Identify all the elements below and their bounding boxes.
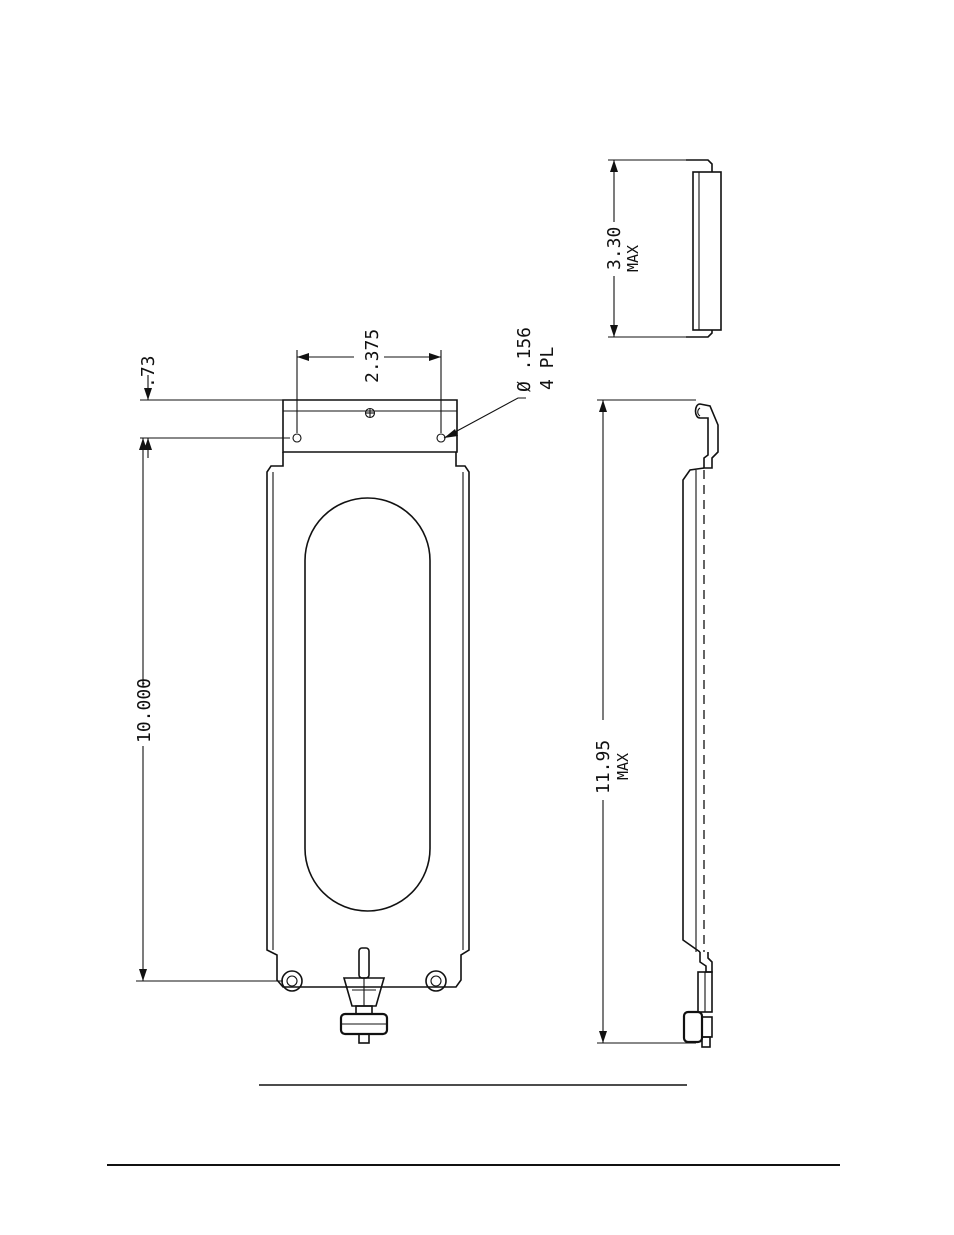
side-board-edge — [683, 468, 704, 952]
end-view — [686, 160, 721, 337]
mounting-hole-top-right — [437, 434, 445, 442]
board-outline — [267, 452, 469, 987]
dim-side-length-note: MAX — [614, 753, 632, 780]
dim-end-height-note: MAX — [624, 245, 642, 272]
dim-board-length-label: 10.000 — [134, 678, 155, 743]
mounting-hole-top-left — [293, 434, 301, 442]
dim-tab-height-label: .73 — [138, 355, 159, 388]
dim-board-length: 10.000 — [134, 438, 283, 981]
hole-callout: Ø .156 4 PL — [444, 327, 558, 438]
end-view-bottom-flange — [686, 330, 712, 337]
oval-window — [305, 498, 430, 911]
mounting-hole-bottom-right — [426, 971, 446, 991]
hole-dia-label: Ø .156 — [514, 327, 535, 392]
hole-count-label: 4 PL — [537, 346, 558, 390]
dim-end-height: 3.30 MAX — [604, 160, 686, 337]
mounting-hole-bottom-left — [282, 971, 302, 991]
mounting-tab — [283, 400, 457, 452]
end-view-top-flange — [686, 160, 712, 172]
dim-side-length-label: 11.95 — [593, 740, 614, 794]
side-thumbscrew-knob — [684, 1012, 702, 1042]
thumbscrew-assembly — [341, 948, 387, 1043]
side-bottom-bracket — [700, 952, 712, 972]
side-top-bracket — [696, 404, 719, 468]
front-view — [267, 400, 469, 1043]
dim-hole-spacing-label: 2.375 — [362, 329, 383, 383]
dim-side-length: 11.95 MAX — [593, 400, 696, 1043]
side-view — [683, 404, 718, 1047]
dim-end-height-label: 3.30 — [604, 227, 625, 270]
end-view-body — [693, 172, 721, 330]
dim-tab-height: .73 — [138, 355, 290, 458]
